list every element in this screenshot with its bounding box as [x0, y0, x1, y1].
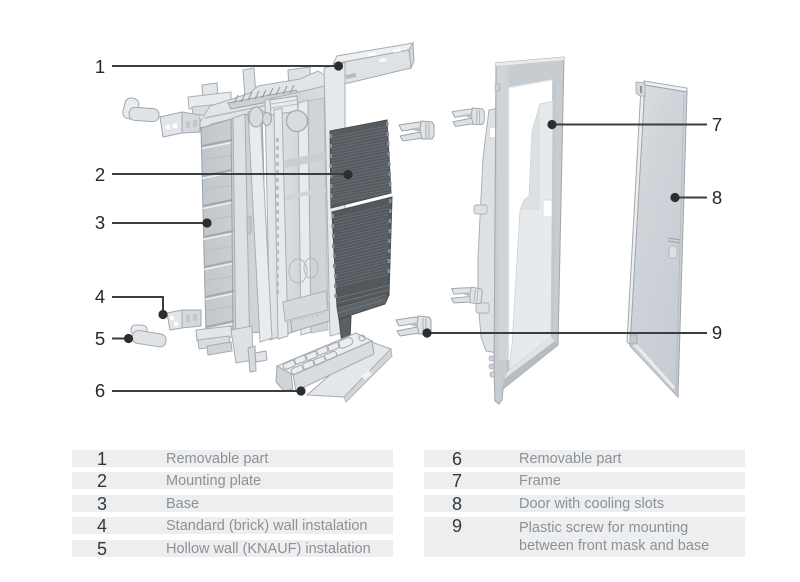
- svg-text:5: 5: [95, 328, 105, 349]
- svg-text:8: 8: [712, 187, 722, 208]
- svg-text:3: 3: [95, 212, 105, 233]
- svg-text:9: 9: [712, 322, 722, 343]
- svg-text:7: 7: [712, 114, 722, 135]
- svg-text:2: 2: [95, 164, 105, 185]
- svg-text:1: 1: [95, 56, 105, 77]
- svg-text:6: 6: [95, 380, 105, 401]
- svg-text:4: 4: [95, 286, 105, 307]
